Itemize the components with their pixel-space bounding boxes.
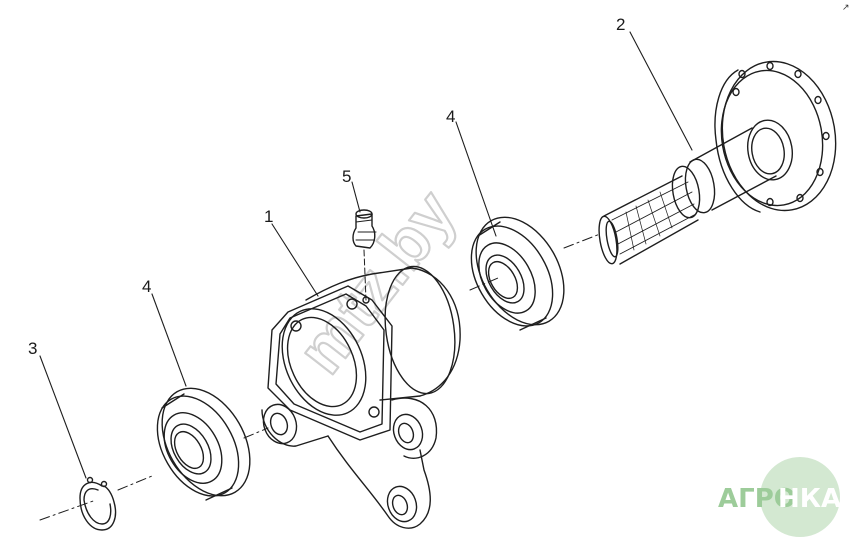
retaining-ring-part	[79, 476, 117, 531]
callout-4-right: 4	[446, 107, 455, 126]
logo-right-text: НКА	[778, 484, 841, 514]
bearing-left-part	[156, 387, 251, 501]
corner-mark: ↗	[842, 3, 850, 13]
callout-2: 2	[616, 15, 625, 34]
callout-1: 1	[264, 207, 273, 226]
fitting-part	[352, 209, 377, 304]
leader-lines	[39, 31, 693, 479]
callout-3: 3	[28, 339, 37, 358]
housing-part	[261, 265, 461, 529]
watermark-text: mtz.by	[283, 176, 470, 387]
fitting-axis-line	[363, 249, 367, 301]
shaft-part	[598, 60, 837, 265]
agronka-logo: АГРО НКА	[718, 457, 841, 537]
logo-left-text: АГРО	[718, 484, 796, 514]
axis-centerline	[39, 233, 601, 521]
callout-4-left: 4	[142, 277, 151, 296]
callout-5: 5	[342, 167, 351, 186]
bearing-right-part	[470, 216, 565, 331]
